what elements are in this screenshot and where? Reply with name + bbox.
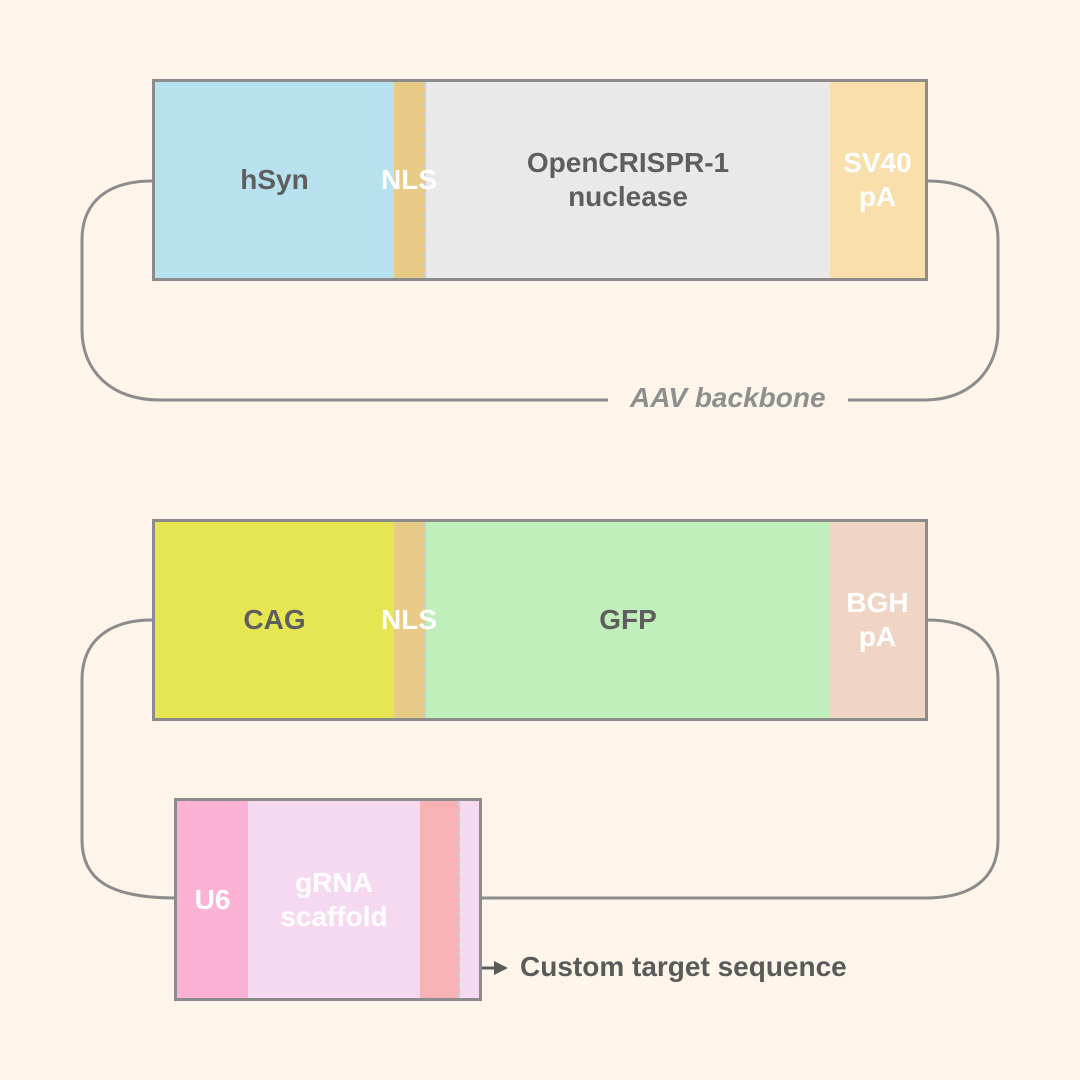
callout-arrow-head xyxy=(494,961,508,975)
cag-label: CAG xyxy=(243,604,306,636)
nls-label-2: NLS xyxy=(381,604,437,636)
bgh-pa: BGH pA xyxy=(830,522,925,718)
u6-label: U6 xyxy=(194,883,231,915)
construct-1: hSyn NLS OpenCRISPR-1 nuclease SV40 pA xyxy=(152,79,928,281)
backbone-loop-1 xyxy=(80,179,1000,402)
sv40-label: SV40 pA xyxy=(843,147,912,212)
grna-scaffold: gRNA scaffold xyxy=(248,801,420,998)
hsyn-promoter: hSyn xyxy=(155,82,394,278)
opencrispr-label: OpenCRISPR-1 nuclease xyxy=(526,147,730,212)
backbone-loop-2a xyxy=(80,618,177,900)
gfp-label: GFP xyxy=(599,604,657,636)
grna-cassette: U6 gRNA scaffold xyxy=(174,798,482,1001)
scaffold-label: gRNA scaffold xyxy=(280,866,388,932)
target-sequence-segment xyxy=(420,801,460,998)
nls-label-1: NLS xyxy=(381,164,437,196)
custom-target-callout: Custom target sequence xyxy=(520,951,847,982)
bgh-label: BGH pA xyxy=(846,587,909,652)
backbone-label: AAV backbone xyxy=(608,382,848,414)
sv40-pa: SV40 pA xyxy=(830,82,925,278)
cag-promoter: CAG xyxy=(155,522,394,718)
construct-2: CAG NLS GFP BGH pA xyxy=(152,519,928,721)
nls-segment-2: NLS xyxy=(381,522,437,718)
opencrispr-nuclease: OpenCRISPR-1 nuclease xyxy=(426,82,830,278)
cassette-end-segment xyxy=(460,801,479,998)
gfp-gene: GFP xyxy=(426,522,830,718)
u6-promoter: U6 xyxy=(177,801,248,998)
backbone-loop-2b xyxy=(481,618,1000,900)
hsyn-label: hSyn xyxy=(240,164,309,196)
nls-segment-1: NLS xyxy=(381,82,437,278)
